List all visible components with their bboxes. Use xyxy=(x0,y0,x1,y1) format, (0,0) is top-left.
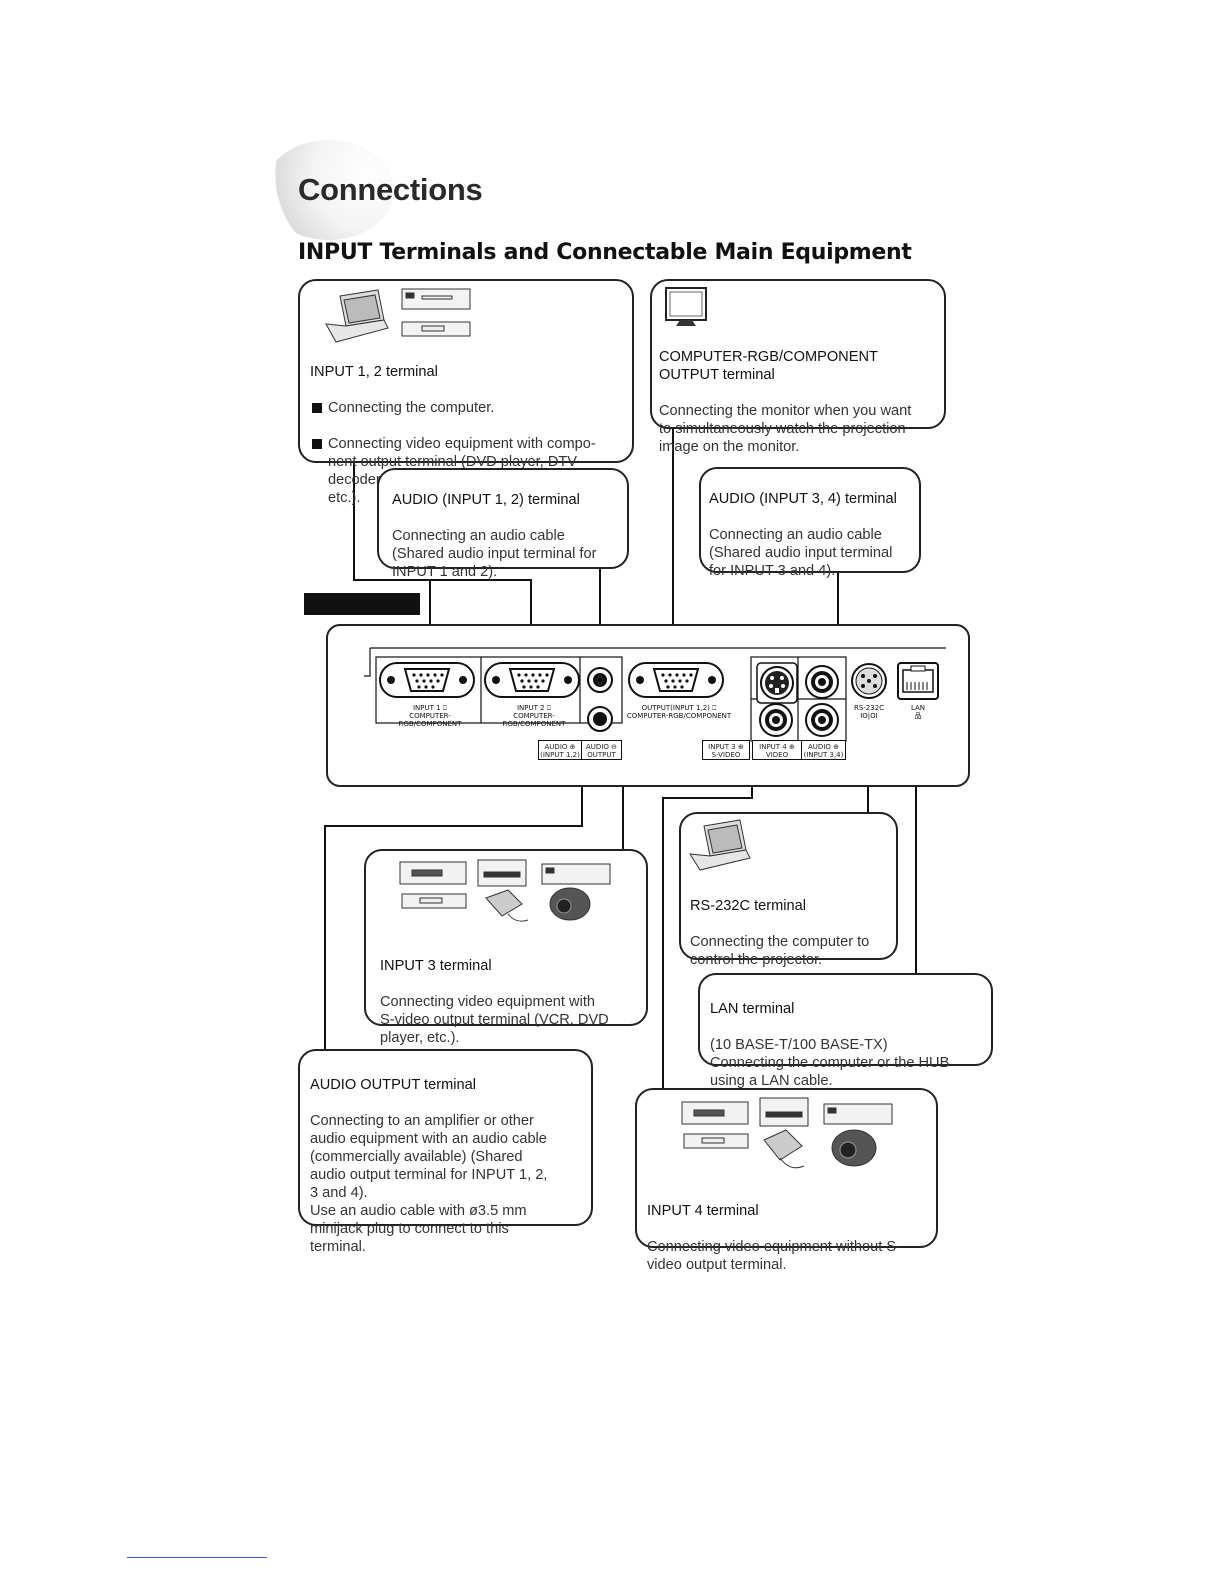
rs232c-heading: RS-232C terminal xyxy=(690,898,806,914)
input2-panel-label: INPUT 2 ⎕ COMPUTER-RGB/COMPONENT xyxy=(502,704,566,728)
panel-label-bar xyxy=(304,593,420,615)
video-jack xyxy=(759,703,793,737)
input1-connector xyxy=(379,660,475,700)
rs232c-text: RS-232C terminal Connecting the computer… xyxy=(690,879,895,987)
audio34-box xyxy=(699,467,921,573)
lan-heading: LAN terminal xyxy=(710,1001,795,1017)
output-connector xyxy=(628,660,724,700)
rs232c-panel-label: RS-232C IO|OI xyxy=(853,704,885,720)
equipment-icons-input3 xyxy=(399,859,611,922)
lan-panel-label: LAN 品 xyxy=(910,704,926,720)
terminal-panel-art xyxy=(364,647,946,742)
audio12-heading: AUDIO (INPUT 1, 2) terminal xyxy=(392,492,580,508)
equipment-icons-input4 xyxy=(681,1097,893,1169)
output-body: Connecting the monitor when you want to … xyxy=(659,403,912,455)
tag-audio-out: AUDIO ⊖ OUTPUT xyxy=(582,740,622,760)
audio12-body: Connecting an audio cable (Shared audio … xyxy=(392,528,597,580)
lan-text: LAN terminal (10 BASE-T/100 BASE-TX) Con… xyxy=(710,982,992,1108)
input12-heading: INPUT 1, 2 terminal xyxy=(310,364,438,380)
bullet-square-icon xyxy=(312,439,322,449)
input12-bullet-1: Connecting the computer. xyxy=(310,399,628,417)
monitor-icon xyxy=(665,287,707,326)
audio-out-body: Connecting to an amplifier or other audi… xyxy=(310,1113,548,1255)
tag-input3: INPUT 3 ⊕ S-VIDEO xyxy=(702,740,750,760)
equipment-icons-input12 xyxy=(325,288,471,343)
input4-body: Connecting video equipment without S- vi… xyxy=(647,1239,901,1273)
audio34-body: Connecting an audio cable (Shared audio … xyxy=(709,527,893,579)
audio12-text: AUDIO (INPUT 1, 2) terminal Connecting a… xyxy=(392,473,624,599)
audio34-r-jack xyxy=(805,703,839,737)
page-title: Connections xyxy=(298,172,483,207)
rs232c-connector xyxy=(851,663,887,699)
input3-text: INPUT 3 terminal Connecting video equipm… xyxy=(380,939,644,1065)
output-heading: COMPUTER-RGB/COMPONENT OUTPUT terminal xyxy=(659,349,878,383)
lan-box xyxy=(698,973,993,1066)
tag-audio-in12: AUDIO ⊕ (INPUT 1,2) xyxy=(538,740,582,760)
line-input12 xyxy=(353,462,431,665)
terminal-panel xyxy=(326,624,970,787)
audio-out-jack xyxy=(587,706,613,732)
title-decoration xyxy=(264,140,394,240)
input12-bullet-1-text: Connecting the computer. xyxy=(328,400,495,416)
input3-heading: INPUT 3 terminal xyxy=(380,958,492,974)
input2-connector xyxy=(484,660,580,700)
audio34-text: AUDIO (INPUT 3, 4) terminal Connecting a… xyxy=(709,472,919,598)
audio12-box xyxy=(377,468,629,569)
input4-heading: INPUT 4 terminal xyxy=(647,1203,759,1219)
lan-body: (10 BASE-T/100 BASE-TX) Connecting the c… xyxy=(710,1037,950,1089)
footer-rule xyxy=(127,1557,267,1558)
tag-audio34: AUDIO ⊕ (INPUT 3,4) xyxy=(802,740,846,760)
input1-panel-label: INPUT 1 ⎕ COMPUTER-RGB/COMPONENT xyxy=(398,704,462,728)
audio34-l-jack xyxy=(805,665,839,699)
audio-out-box xyxy=(298,1049,593,1226)
input3-body: Connecting video equipment with S-video … xyxy=(380,994,609,1046)
tag-input4: INPUT 4 ⊕ VIDEO xyxy=(752,740,802,760)
audio34-heading: AUDIO (INPUT 3, 4) terminal xyxy=(709,491,897,507)
laptop-icon xyxy=(689,819,751,871)
input4-text: INPUT 4 terminal Connecting video equipm… xyxy=(647,1184,937,1292)
bullet-square-icon xyxy=(312,403,322,413)
rs232c-body: Connecting the computer to control the p… xyxy=(690,934,870,968)
audio-out-heading: AUDIO OUTPUT terminal xyxy=(310,1077,476,1093)
audio-out-text: AUDIO OUTPUT terminal Connecting to an a… xyxy=(310,1058,592,1274)
svideo-connector xyxy=(756,662,798,704)
audio-in12-jack xyxy=(587,667,613,693)
page-subtitle: INPUT Terminals and Connectable Main Equ… xyxy=(298,240,912,265)
lan-connector xyxy=(897,662,939,700)
output-text: COMPUTER-RGB/COMPONENT OUTPUT terminal C… xyxy=(659,330,943,474)
output-panel-label: OUTPUT(INPUT 1,2) ⎕ COMPUTER-RGB/COMPONE… xyxy=(626,704,732,720)
